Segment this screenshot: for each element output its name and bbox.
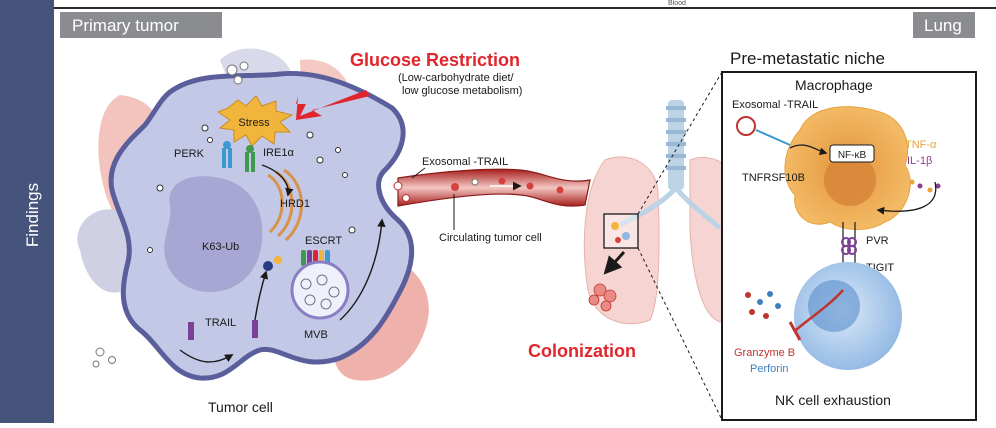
ire1a-to-hrd1-arrow: [261, 164, 294, 197]
findings-label: Findings: [23, 183, 42, 247]
nucleus: [164, 176, 263, 292]
exosome-to-receptor-arrow: [755, 129, 791, 146]
pvr-label: PVR: [866, 235, 889, 247]
cytoplasm-vesicles: [147, 124, 356, 253]
ubiquitin-dot: [263, 261, 273, 271]
endocytosis-arrow: [179, 349, 234, 363]
receptor-to-nfkb-arrow: [789, 144, 828, 156]
circulating-tumor-cell-label: Circulating tumor cell: [439, 232, 542, 244]
ire1a-label: IRE1α: [263, 147, 294, 159]
mvb-to-membrane-arrow: [339, 218, 386, 321]
vessel-cells: [451, 177, 564, 194]
exosomal-trail-pointer: [411, 167, 426, 179]
granzyme-label: Granzyme B: [734, 347, 795, 359]
blood-vessel: [397, 168, 591, 207]
exosome-trail-vesicle: [736, 116, 756, 136]
cytokine-dots: [909, 179, 941, 193]
blood-label-top: Blood: [668, 0, 686, 7]
escrt-label: ESCRT: [305, 235, 342, 247]
top-border: [0, 0, 996, 10]
trail-receptor-right: [252, 320, 258, 338]
niche-exosomal-trail-label: Exosomal -TRAIL: [732, 99, 818, 111]
macrophage-nucleus: [824, 154, 876, 206]
grey-cell-back-left: [77, 209, 138, 293]
lung-tab: [913, 12, 975, 38]
metastatic-cluster: [588, 283, 617, 312]
ire1a-receptor: [245, 145, 255, 172]
glucose-subtitle-1: (Low-carbohydrate diet/: [398, 72, 515, 84]
stress-burst: [216, 95, 294, 147]
vessel-exosomal-trail-label: Exosomal -TRAIL: [422, 156, 508, 168]
niche-zoom-box: [603, 213, 639, 249]
il1b-label: IL-1β: [907, 155, 932, 167]
granzyme-perforin-dots: [745, 291, 781, 319]
k63-ub-label: K63-Ub: [202, 241, 239, 253]
exosome-buds-left: [92, 347, 116, 368]
side-band: [0, 0, 54, 423]
mvb-label: MVB: [304, 329, 328, 341]
nfkb-label: NF-κB: [838, 150, 867, 161]
perk-label: PERK: [174, 148, 205, 160]
tnfa-label: TNF-α: [905, 139, 937, 151]
macrophage-label: Macrophage: [795, 77, 873, 93]
tumor-cell-caption: Tumor cell: [208, 399, 273, 415]
glucose-subtitle-2: low glucose metabolism): [402, 85, 522, 97]
stress-label: Stress: [238, 117, 270, 129]
primary-tumor-heading: Primary tumor: [72, 16, 179, 35]
mvb-vesicle: [290, 260, 350, 320]
primary-tumor-tab: [60, 12, 222, 38]
glucose-title: Glucose Restriction: [350, 50, 520, 70]
nfkb-box: [829, 144, 875, 163]
perforin-label: Perforin: [750, 363, 789, 375]
exosome-buds-top: [226, 61, 249, 85]
lung-heading: Lung: [924, 16, 962, 35]
colonization-arrow: [603, 250, 626, 275]
lung-left-lobe: [583, 156, 660, 325]
zoom-guide-bottom: [637, 247, 723, 421]
mvb-exosomes: [300, 274, 340, 310]
perk-receptor: [222, 141, 232, 168]
trail-label: TRAIL: [205, 317, 236, 329]
colonization-label: Colonization: [528, 341, 636, 361]
trail-to-ub-arrow: [254, 270, 269, 321]
glucose-red-arrow: [296, 90, 370, 120]
cytokine-feedback-arrow: [876, 181, 937, 215]
hrd1-label: HRD1: [280, 198, 310, 210]
inhibition-bar: [788, 321, 802, 341]
niche-title: Pre-metastatic niche: [730, 49, 885, 68]
nk-exhaustion-caption: NK cell exhaustion: [775, 392, 891, 408]
trail-receptor-left: [188, 322, 194, 340]
ubiquitin-dot-2: [274, 256, 282, 264]
nk-nucleus: [808, 280, 860, 332]
inhibition-arrow: [795, 289, 844, 331]
tnfrsf10b-label: TNFRSF10B: [742, 172, 805, 184]
trachea: [666, 100, 686, 190]
niche-box-cells: [611, 222, 630, 243]
bronchi: [618, 186, 722, 230]
